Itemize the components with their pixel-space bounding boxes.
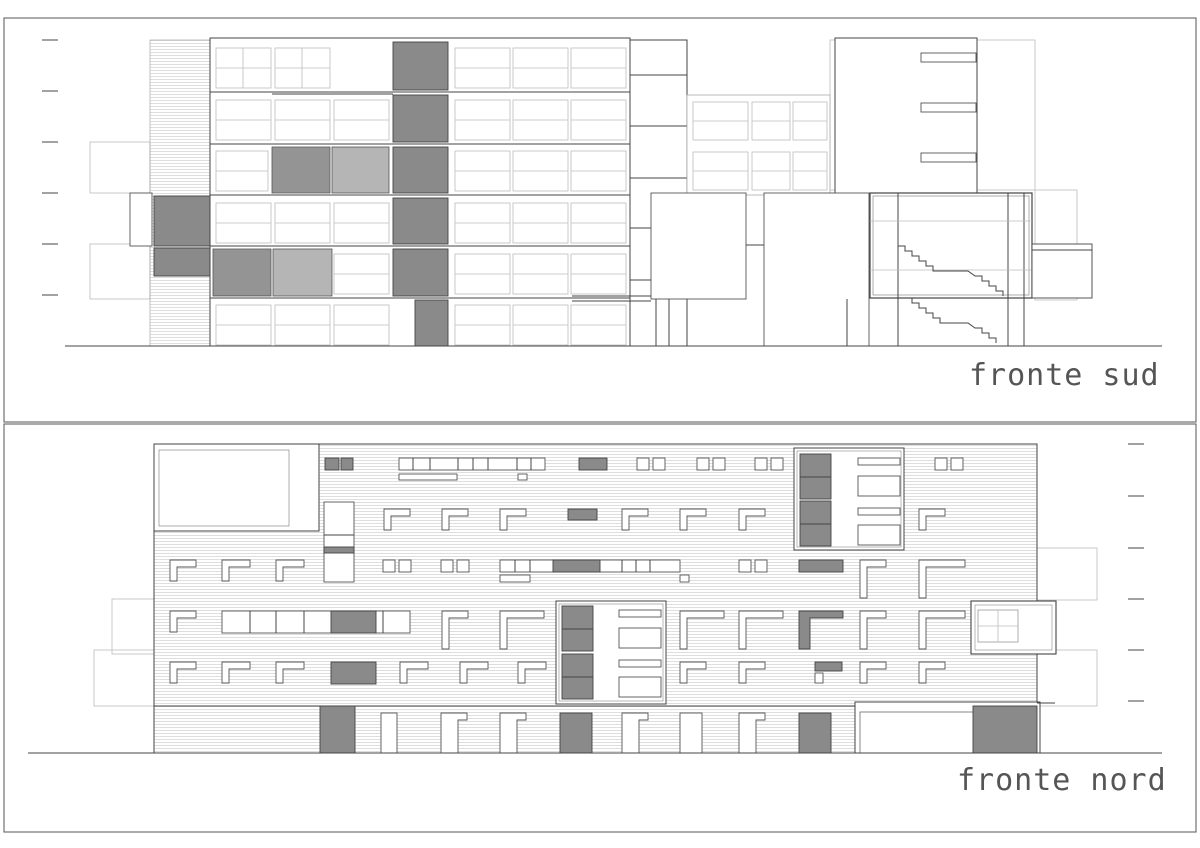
south-left-balcony (129, 192, 153, 247)
south-right-tower (834, 37, 978, 195)
north-elevation-panel: fronte nord (3, 423, 1197, 833)
south-panel-frame (3, 17, 1197, 423)
north-shaft (323, 501, 355, 583)
north-loggia-upper (793, 447, 905, 551)
north-top-left-terrace (153, 443, 320, 532)
south-left-dark-panel-2 (153, 247, 211, 277)
south-elevation-panel: fronte sud (3, 17, 1197, 423)
north-elevation-label: fronte nord (957, 763, 1167, 798)
south-shade-panel-1 (271, 146, 331, 194)
north-ground-floor (319, 701, 1055, 754)
south-ledges (272, 93, 651, 302)
south-shade-panel-4 (272, 248, 333, 297)
north-dark-window-r2 (567, 508, 598, 521)
south-projecting-volumes (650, 192, 870, 347)
south-level-ticks (42, 39, 58, 296)
north-windows-row-5 (169, 661, 946, 685)
south-windows (215, 47, 627, 346)
north-windows-row-1 (324, 457, 964, 481)
south-dark-column (392, 41, 449, 347)
north-windows-row-2 (383, 508, 946, 531)
north-loggia-lower (555, 600, 667, 705)
north-level-ticks (1128, 443, 1144, 702)
south-left-dark-panel-1 (153, 195, 211, 247)
north-right-cantilever (970, 600, 1057, 655)
south-elevation-label: fronte sud (969, 358, 1160, 393)
south-floor-slabs (210, 91, 630, 299)
south-shade-panel-2 (331, 146, 390, 194)
south-stair-volume (869, 192, 1093, 346)
south-shade-panel-3 (212, 248, 272, 297)
north-windows-row-3 (169, 559, 966, 599)
north-windows-row-4 (169, 610, 966, 650)
north-panel-frame (3, 423, 1197, 833)
south-mid-block (686, 94, 831, 196)
south-left-cladding (149, 39, 211, 347)
